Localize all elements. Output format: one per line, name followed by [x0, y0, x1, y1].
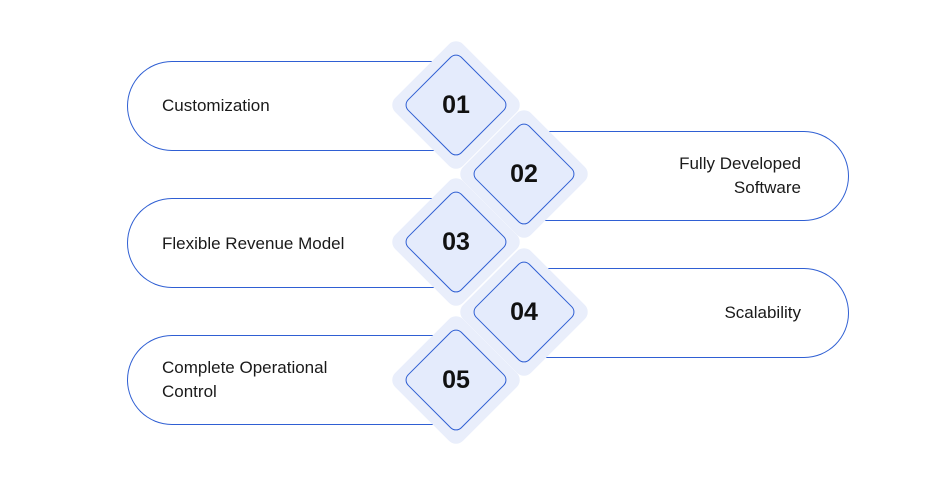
feature-label-5: Complete Operational Control: [162, 356, 327, 404]
feature-label-2-line-2: Software: [733, 178, 801, 197]
feature-label-3: Flexible Revenue Model: [162, 234, 345, 253]
feature-label-2: Fully Developed Software: [560, 152, 801, 200]
number-badge-5: 05: [442, 366, 470, 394]
number-badge-2: 02: [510, 160, 538, 188]
number-badge-3: 03: [442, 228, 470, 256]
feature-label-5-line-1: Complete Operational: [162, 358, 328, 377]
number-badge-4: 04: [510, 298, 538, 326]
feature-label-1: Customization: [162, 96, 270, 115]
number-badge-1: 01: [442, 91, 470, 119]
feature-label-4: Scalability: [724, 303, 801, 322]
feature-label-5-line-2: Control: [162, 382, 217, 401]
feature-label-2-line-1: Fully Developed: [679, 154, 801, 173]
